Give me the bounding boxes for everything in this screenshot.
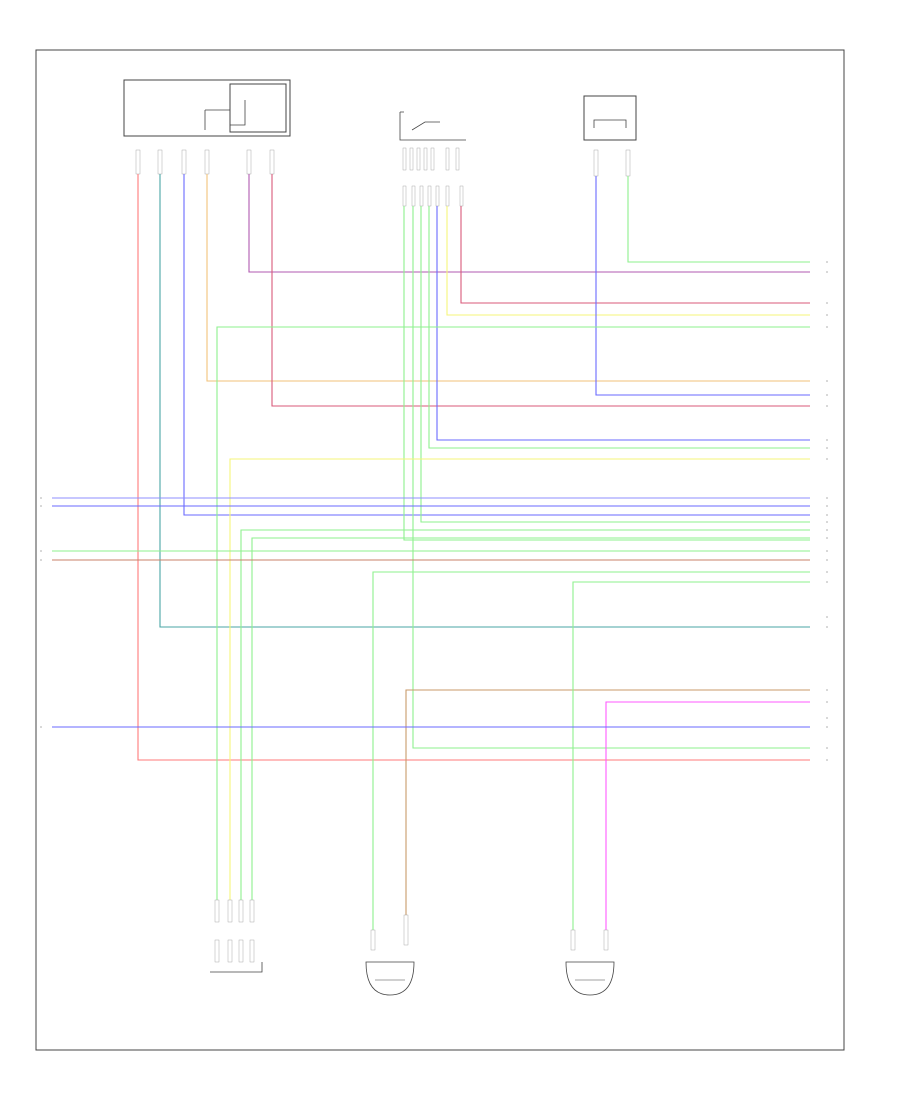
wire-yellow-tc6: [446, 206, 810, 316]
top-left-module: [123, 79, 291, 175]
wire-blue-tc5: [436, 206, 810, 441]
bottom-right-sensor-body: [565, 961, 615, 996]
wire-blue-tl3: [183, 174, 810, 516]
wire-blue-tr1: [595, 176, 810, 396]
wire-green-tc2: [412, 206, 810, 749]
wire-green-bl3: [240, 529, 810, 900]
wire-green-br1: [572, 581, 810, 930]
wire-magenta-br2: [605, 701, 810, 930]
wire-green-tr2: [627, 176, 810, 263]
top-left-module-inner-box: [229, 83, 287, 133]
bottom-center-sensor: [365, 914, 415, 996]
wire-green-bc1: [372, 571, 810, 930]
top-center-module-bracket: [399, 111, 466, 141]
wire-green-tc1: [403, 206, 810, 541]
wire-green-tc3: [420, 206, 810, 523]
wire-crimson-tl6: [271, 174, 810, 407]
top-right-sensor: [583, 95, 637, 177]
wire-yellow-bl2: [229, 458, 810, 900]
diagram-frame: [35, 49, 845, 1051]
wire-crimson-tc7: [460, 206, 810, 304]
bottom-left-sensor-bracket: [210, 962, 263, 973]
bottom-left-sensor: [210, 899, 263, 973]
wire-orange-tl4: [206, 174, 810, 382]
wire-teal-tl2: [159, 174, 810, 628]
bottom-center-sensor-body: [365, 961, 415, 996]
wire-red-tl1: [137, 174, 810, 761]
wire-green-tc4: [428, 206, 810, 449]
top-right-sensor-box: [583, 95, 637, 141]
right-terminal-ticks: [40, 261, 828, 761]
top-center-module: [399, 111, 466, 207]
wire-green-bl4: [251, 537, 810, 900]
wire-brown-bc2: [405, 689, 810, 915]
wires: [52, 174, 810, 930]
wire-purple-tl5: [248, 174, 810, 273]
wire-green-bl1: [216, 326, 810, 900]
bottom-right-sensor: [565, 929, 615, 996]
